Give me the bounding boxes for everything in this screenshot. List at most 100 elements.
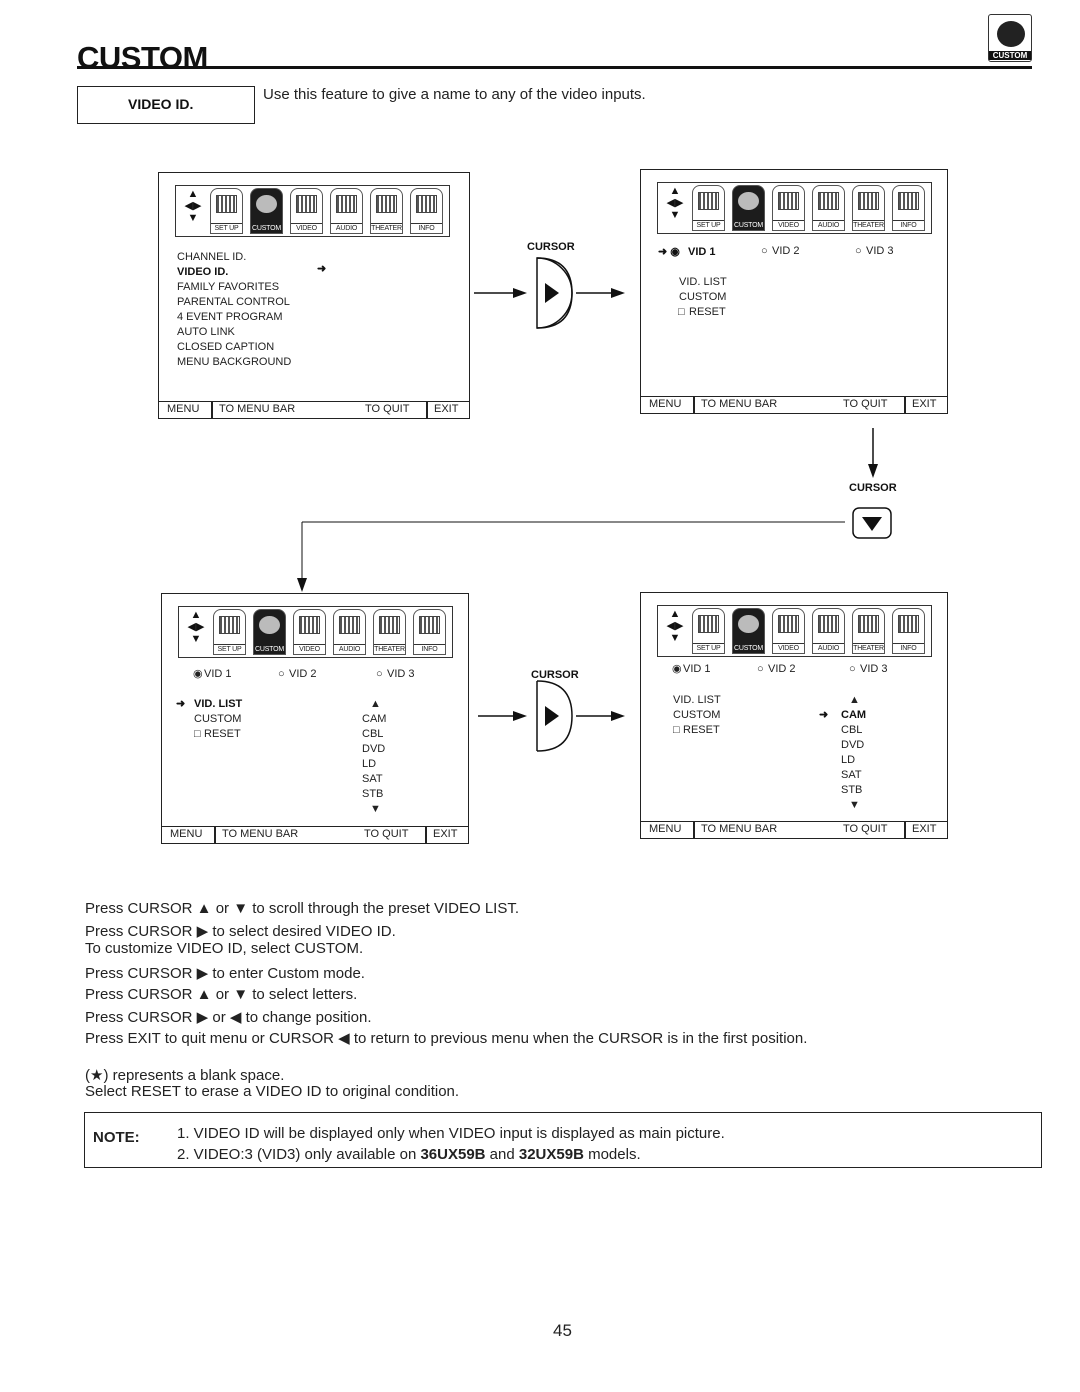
vid-3-radio[interactable]: VID 3 xyxy=(860,663,888,675)
theater-icon xyxy=(858,615,879,633)
video-list-item[interactable]: DVD xyxy=(362,743,386,755)
menu-tab-custom[interactable]: CUSTOM xyxy=(732,608,765,654)
video-list-item[interactable]: STB xyxy=(362,788,384,800)
custom-icon xyxy=(738,615,759,633)
menu-tab-custom[interactable]: CUSTOM xyxy=(732,185,765,231)
menu-tab-setup[interactable]: SET UP xyxy=(213,609,246,655)
note-line-2: 2. VIDEO:3 (VID3) only available on 36UX… xyxy=(177,1146,641,1163)
vid-option[interactable]: VID. LIST xyxy=(194,698,243,710)
menu-item[interactable]: MENU BACKGROUND xyxy=(177,356,292,368)
video-list-item[interactable]: CBL xyxy=(362,728,384,740)
menu-tab-audio[interactable]: AUDIO xyxy=(812,185,845,231)
menu-item[interactable]: CHANNEL ID. xyxy=(177,251,247,263)
footer-exit[interactable]: EXIT xyxy=(434,403,459,415)
vid-option[interactable]: RESET xyxy=(689,306,726,318)
down-arrow-icon xyxy=(862,517,882,531)
footer-menu[interactable]: MENU xyxy=(649,398,682,410)
vid-1-radio[interactable]: VID 1 xyxy=(204,668,232,680)
custom-icon xyxy=(259,616,280,634)
footer-exit[interactable]: EXIT xyxy=(912,823,937,835)
checkbox-icon: □ xyxy=(678,306,685,318)
vid-1-radio[interactable]: VID 1 xyxy=(688,246,716,258)
theater-icon xyxy=(858,192,879,210)
video-list-item[interactable]: DVD xyxy=(841,739,865,751)
info-icon xyxy=(898,192,919,210)
menu-tab-theater[interactable]: THEATER xyxy=(852,608,885,654)
radio-icon: ○ xyxy=(757,663,764,675)
menu-tab-theater[interactable]: THEATER xyxy=(852,185,885,231)
radio-icon: ◉ xyxy=(193,668,203,680)
menu-tab-label: SET UP xyxy=(214,644,245,654)
menu-tab-info[interactable]: INFO xyxy=(892,608,925,654)
vid-option[interactable]: VID. LIST xyxy=(679,276,727,288)
menu-tab-audio[interactable]: AUDIO xyxy=(812,608,845,654)
footer-menu[interactable]: MENU xyxy=(170,828,203,840)
menu-tab-custom[interactable]: CUSTOM xyxy=(253,609,286,655)
radio-icon: ○ xyxy=(761,245,768,257)
menu-tab-video[interactable]: VIDEO xyxy=(772,608,805,654)
footer-menu[interactable]: MENU xyxy=(649,823,682,835)
menu-tab-theater[interactable]: THEATER xyxy=(370,188,403,234)
menu-tab-video[interactable]: VIDEO xyxy=(293,609,326,655)
video-list-item[interactable]: CAM xyxy=(362,713,387,725)
instruction-line: Press EXIT to quit menu or CURSOR ◀ to r… xyxy=(85,1030,808,1047)
vid-option[interactable]: RESET xyxy=(683,724,720,736)
menu-tab-info[interactable]: INFO xyxy=(413,609,446,655)
scroll-up-icon: ▲ xyxy=(849,694,860,706)
menu-item[interactable]: VIDEO ID. xyxy=(177,266,229,278)
menu-tab-audio[interactable]: AUDIO xyxy=(330,188,363,234)
menu-tab-label: CUSTOM xyxy=(733,643,764,653)
vid-option[interactable]: CUSTOM xyxy=(673,709,721,721)
menu-tab-audio[interactable]: AUDIO xyxy=(333,609,366,655)
vid-3-radio[interactable]: VID 3 xyxy=(866,245,894,257)
instruction-line: (★) represents a blank space. xyxy=(85,1067,285,1084)
footer-to-menu-bar: TO MENU BAR xyxy=(701,823,778,835)
video-list-item[interactable]: CBL xyxy=(841,724,863,736)
vid-1-radio[interactable]: VID 1 xyxy=(683,663,711,675)
video-list-item[interactable]: CAM xyxy=(841,709,867,721)
video-list-item[interactable]: SAT xyxy=(362,773,383,785)
menu-tab-label: SET UP xyxy=(211,223,242,233)
vid-option[interactable]: VID. LIST xyxy=(673,694,721,706)
menu-tab-label: SET UP xyxy=(693,643,724,653)
menu-tab-custom[interactable]: CUSTOM xyxy=(250,188,283,234)
audio-icon xyxy=(818,615,839,633)
video-list-item[interactable]: STB xyxy=(841,784,863,796)
selection-arrow-icon: ➜ xyxy=(317,263,327,275)
vid-2-radio[interactable]: VID 2 xyxy=(772,245,800,257)
footer-exit[interactable]: EXIT xyxy=(433,828,458,840)
cursor-pad-icon: ▲ ◀▶ ▼ xyxy=(184,188,202,224)
custom-icon xyxy=(738,192,759,210)
footer-menu[interactable]: MENU xyxy=(167,403,200,415)
menu-item[interactable]: 4 EVENT PROGRAM xyxy=(177,311,283,323)
vid-2-radio[interactable]: VID 2 xyxy=(768,663,796,675)
menu-item[interactable]: FAMILY FAVORITES xyxy=(177,281,280,293)
menu-tab-setup[interactable]: SET UP xyxy=(692,608,725,654)
menu-tab-setup[interactable]: SET UP xyxy=(210,188,243,234)
vid-option[interactable]: CUSTOM xyxy=(679,291,727,303)
menu-tab-info[interactable]: INFO xyxy=(892,185,925,231)
menu-tab-video[interactable]: VIDEO xyxy=(772,185,805,231)
vid-2-radio[interactable]: VID 2 xyxy=(289,668,317,680)
vid-option[interactable]: RESET xyxy=(204,728,241,740)
vid-option[interactable]: CUSTOM xyxy=(194,713,242,725)
radio-icon: ○ xyxy=(849,663,856,675)
flow-diagram xyxy=(297,257,892,752)
menu-tab-info[interactable]: INFO xyxy=(410,188,443,234)
menu-item[interactable]: AUTO LINK xyxy=(177,326,235,338)
menu-tab-theater[interactable]: THEATER xyxy=(373,609,406,655)
note-line-1: 1. VIDEO ID will be displayed only when … xyxy=(177,1125,725,1142)
video-list-item[interactable]: LD xyxy=(362,758,377,770)
menu-tab-setup[interactable]: SET UP xyxy=(692,185,725,231)
menu-item[interactable]: CLOSED CAPTION xyxy=(177,341,275,353)
footer-exit[interactable]: EXIT xyxy=(912,398,937,410)
cursor-label: CURSOR xyxy=(849,482,897,494)
video-list-item[interactable]: SAT xyxy=(841,769,862,781)
menu-item[interactable]: PARENTAL CONTROL xyxy=(177,296,290,308)
vid-3-radio[interactable]: VID 3 xyxy=(387,668,415,680)
menu-tab-video[interactable]: VIDEO xyxy=(290,188,323,234)
video-list-item[interactable]: LD xyxy=(841,754,856,766)
